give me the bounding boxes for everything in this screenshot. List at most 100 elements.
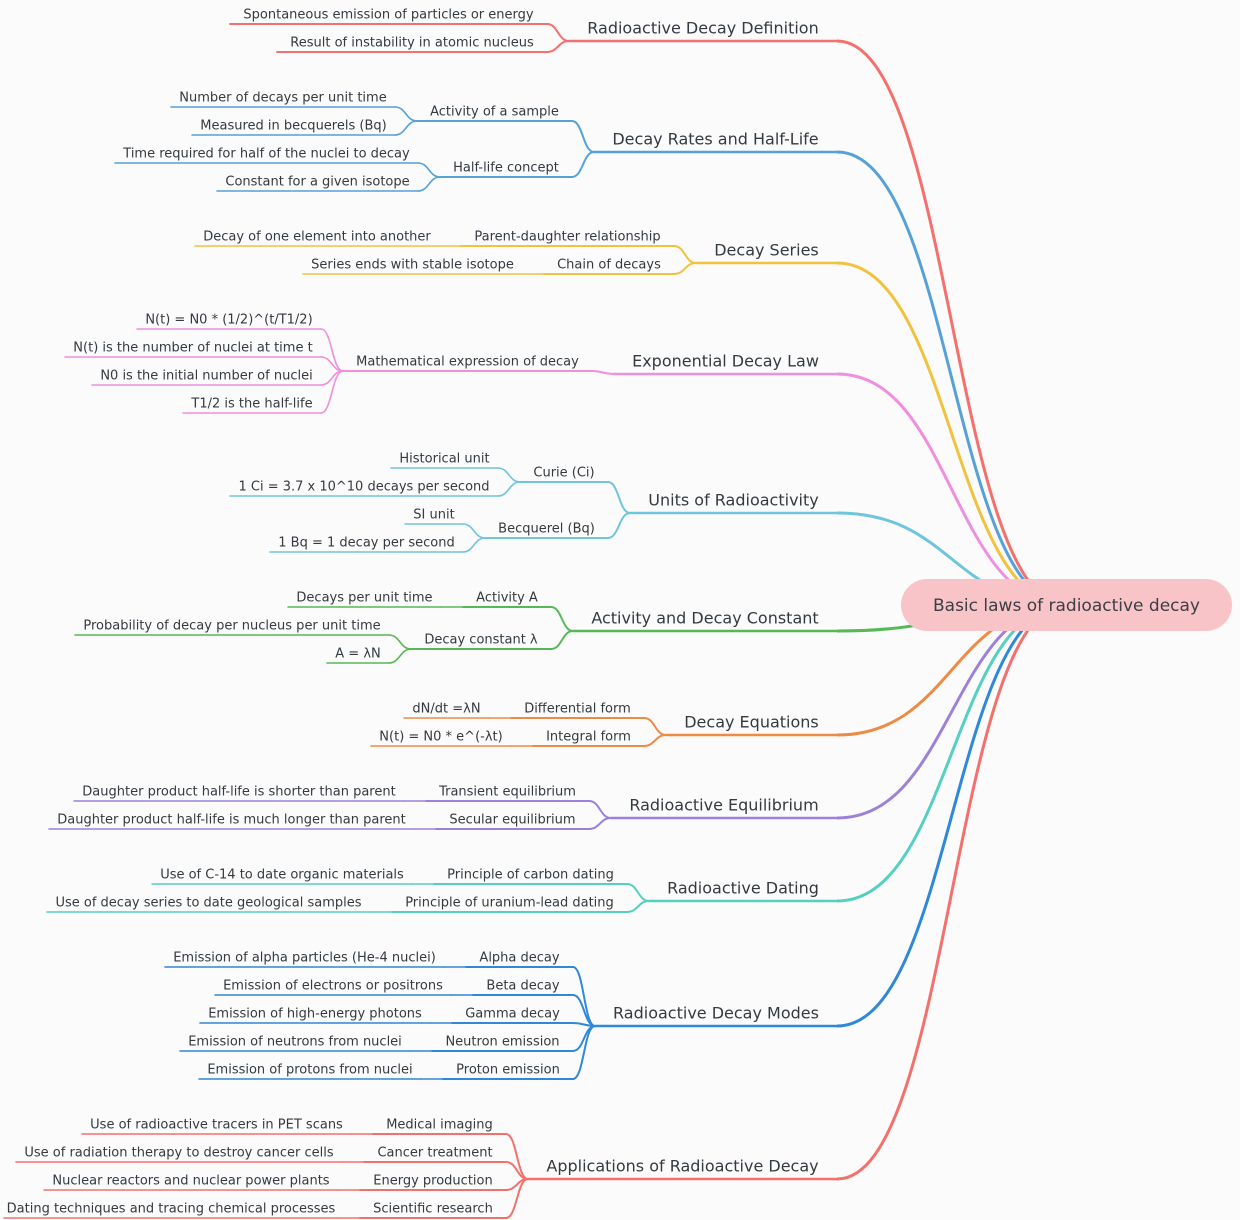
link (417, 176, 441, 192)
link (462, 523, 486, 539)
node-label[interactable]: Cancer treatment (377, 1146, 492, 1161)
node-label[interactable]: Parent-daughter relationship (474, 230, 660, 245)
branch-label[interactable]: Applications of Radioactive Decay (546, 1157, 818, 1176)
node-label[interactable]: Proton emission (456, 1063, 560, 1078)
node-label[interactable]: Chain of decays (557, 258, 661, 273)
node-label[interactable]: Neutron emission (445, 1035, 559, 1050)
node-label[interactable]: Emission of alpha particles (He-4 nuclei… (173, 951, 436, 966)
branch-label[interactable]: Decay Rates and Half-Life (612, 130, 818, 149)
node-label[interactable]: Emission of electrons or positrons (223, 979, 443, 994)
node-label[interactable]: Scientific research (373, 1202, 493, 1217)
node-label[interactable]: A = λN (335, 647, 380, 662)
link (571, 120, 595, 153)
node-label[interactable]: Result of instability in atomic nucleus (290, 36, 534, 51)
node-label[interactable]: SI unit (413, 508, 454, 523)
node-label[interactable]: Decay of one element into another (203, 230, 431, 245)
node-label[interactable]: Spontaneous emission of particles or ene… (243, 8, 533, 23)
node-label[interactable]: N0 is the initial number of nuclei (100, 369, 312, 384)
node-label[interactable]: Dating techniques and tracing chemical p… (7, 1202, 336, 1217)
node-label[interactable]: Half-life concept (453, 161, 559, 176)
node-label[interactable]: Secular equilibrium (449, 813, 575, 828)
node-label[interactable]: Nuclear reactors and nuclear power plant… (52, 1174, 329, 1189)
link (607, 512, 631, 539)
branch-label[interactable]: Exponential Decay Law (632, 352, 819, 371)
node-label[interactable]: Beta decay (486, 979, 559, 994)
node-label[interactable]: Energy production (373, 1174, 492, 1189)
node-label[interactable]: Use of radiation therapy to destroy canc… (24, 1146, 333, 1161)
node-label[interactable]: Number of decays per unit time (179, 91, 386, 106)
node-label[interactable]: Alpha decay (479, 951, 559, 966)
link (626, 883, 650, 902)
node-label[interactable]: Principle of uranium-lead dating (405, 896, 614, 911)
node-label[interactable]: N(t) = N0 * (1/2)^(t/T1/2) (145, 313, 312, 328)
branch-label[interactable]: Units of Radioactivity (648, 491, 818, 510)
link (505, 1178, 529, 1219)
node-label[interactable]: Activity A (476, 591, 538, 606)
link (462, 537, 486, 553)
branch-label[interactable]: Radioactive Dating (667, 879, 819, 898)
node-label[interactable]: Use of radioactive tracers in PET scans (90, 1118, 343, 1133)
node-label[interactable]: N(t) = N0 * e^(-λt) (379, 730, 502, 745)
node-label[interactable]: Measured in becquerels (Bq) (200, 119, 386, 134)
node-label[interactable]: Daughter product half-life is much longe… (57, 813, 405, 828)
node-label[interactable]: Differential form (524, 702, 631, 717)
link (643, 734, 667, 747)
branch-label[interactable]: Decay Series (714, 241, 819, 260)
node-label[interactable]: 1 Ci = 3.7 x 10^10 decays per second (238, 480, 489, 495)
node-label[interactable]: Gamma decay (465, 1007, 560, 1022)
node-label[interactable]: 1 Bq = 1 decay per second (278, 536, 454, 551)
branch-label[interactable]: Activity and Decay Constant (591, 609, 818, 628)
link (626, 900, 650, 913)
link (673, 245, 697, 264)
link (320, 370, 344, 414)
link (673, 262, 697, 275)
node-label[interactable]: Use of C-14 to date organic materials (160, 868, 404, 883)
node-label[interactable]: Series ends with stable isotope (311, 258, 514, 273)
node-label[interactable]: Mathematical expression of decay (356, 355, 579, 370)
labels-layer: Radioactive Decay Definition Spontaneous … (7, 8, 819, 1217)
node-label[interactable]: Use of decay series to date geological s… (55, 896, 361, 911)
node-label[interactable]: dN/dt =λN (412, 702, 480, 717)
node-label[interactable]: T1/2 is the half-life (190, 397, 312, 412)
node-label[interactable]: Curie (Ci) (533, 466, 594, 481)
node-label[interactable]: Emission of neutrons from nuclei (188, 1035, 402, 1050)
node-label[interactable]: Activity of a sample (430, 105, 559, 120)
link (497, 467, 521, 483)
link (591, 370, 615, 375)
root-link (836, 39, 1067, 607)
branch-label[interactable]: Radioactive Equilibrium (629, 796, 818, 815)
root-label: Basic laws of radioactive decay (933, 596, 1200, 616)
link (320, 328, 344, 372)
link (394, 106, 418, 122)
root-link (836, 603, 1067, 903)
node-label[interactable]: N(t) is the number of nuclei at time t (73, 341, 312, 356)
branch-label[interactable]: Radioactive Decay Definition (587, 19, 818, 38)
link (546, 40, 570, 53)
node-label[interactable]: Probability of decay per nucleus per uni… (83, 619, 380, 634)
node-label[interactable]: Principle of carbon dating (447, 868, 614, 883)
node-label[interactable]: Becquerel (Bq) (498, 522, 595, 537)
root-link (836, 603, 1067, 1181)
node-label[interactable]: Emission of high-energy photons (208, 1007, 422, 1022)
node-label[interactable]: Time required for half of the nuclei to … (122, 147, 410, 162)
root-link (836, 603, 1067, 820)
link (497, 481, 521, 497)
link (388, 648, 412, 664)
node-label[interactable]: Integral form (546, 730, 631, 745)
node-label[interactable]: Constant for a given isotope (225, 175, 409, 190)
root-node[interactable] (901, 579, 1232, 631)
link (572, 1025, 596, 1080)
node-label[interactable]: Emission of protons from nuclei (207, 1063, 412, 1078)
branch-label[interactable]: Radioactive Decay Modes (613, 1004, 819, 1023)
node-label[interactable]: Historical unit (399, 452, 489, 467)
node-label[interactable]: Medical imaging (386, 1118, 493, 1133)
link (571, 151, 595, 178)
node-label[interactable]: Decay constant λ (424, 633, 538, 648)
node-label[interactable]: Decays per unit time (296, 591, 432, 606)
link (394, 120, 418, 136)
link (588, 817, 612, 830)
node-label[interactable]: Daughter product half-life is shorter th… (82, 785, 395, 800)
node-label[interactable]: Transient equilibrium (438, 785, 576, 800)
branch-label[interactable]: Decay Equations (684, 713, 819, 732)
